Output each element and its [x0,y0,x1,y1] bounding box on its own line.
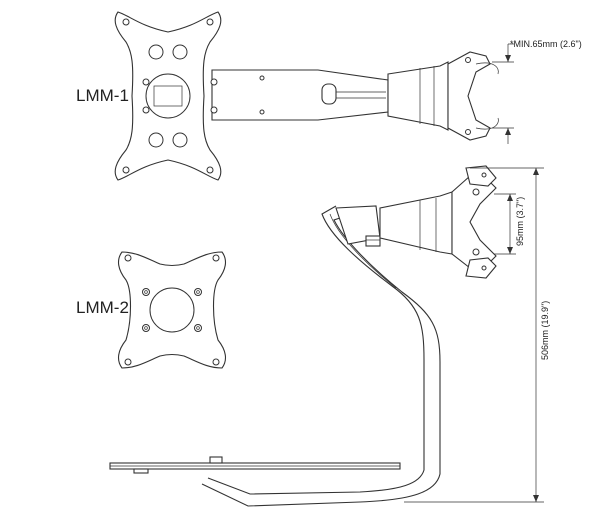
desk-stand [109,165,497,507]
lmm-1-arm [211,69,389,121]
clamp-height-dimension: 95mm (3.7") [515,197,525,246]
lmm-1-label: LMM-1 [76,86,129,105]
lmm-1-clamp-body [387,61,449,131]
lmm-1-clamp-jaws [447,51,491,141]
lmm-1-assembly [114,11,514,181]
total-height-dimension: 506mm (19.9") [540,301,550,360]
stand-tilt-knob [365,235,381,247]
lmm-1-arm-knob [321,83,337,105]
stand-clamp-body [379,191,453,255]
lmm-2-label: LMM-2 [76,298,129,317]
total-height-dimension-lines [404,167,544,503]
clamp-min-dimension: *MIN.65mm (2.6") [510,39,582,49]
clamp-height-dimension-lines [494,193,516,255]
lmm-1-center-hole [145,73,191,119]
lmm-2-center-hole [149,287,195,333]
lmm-2-plate [117,251,227,369]
